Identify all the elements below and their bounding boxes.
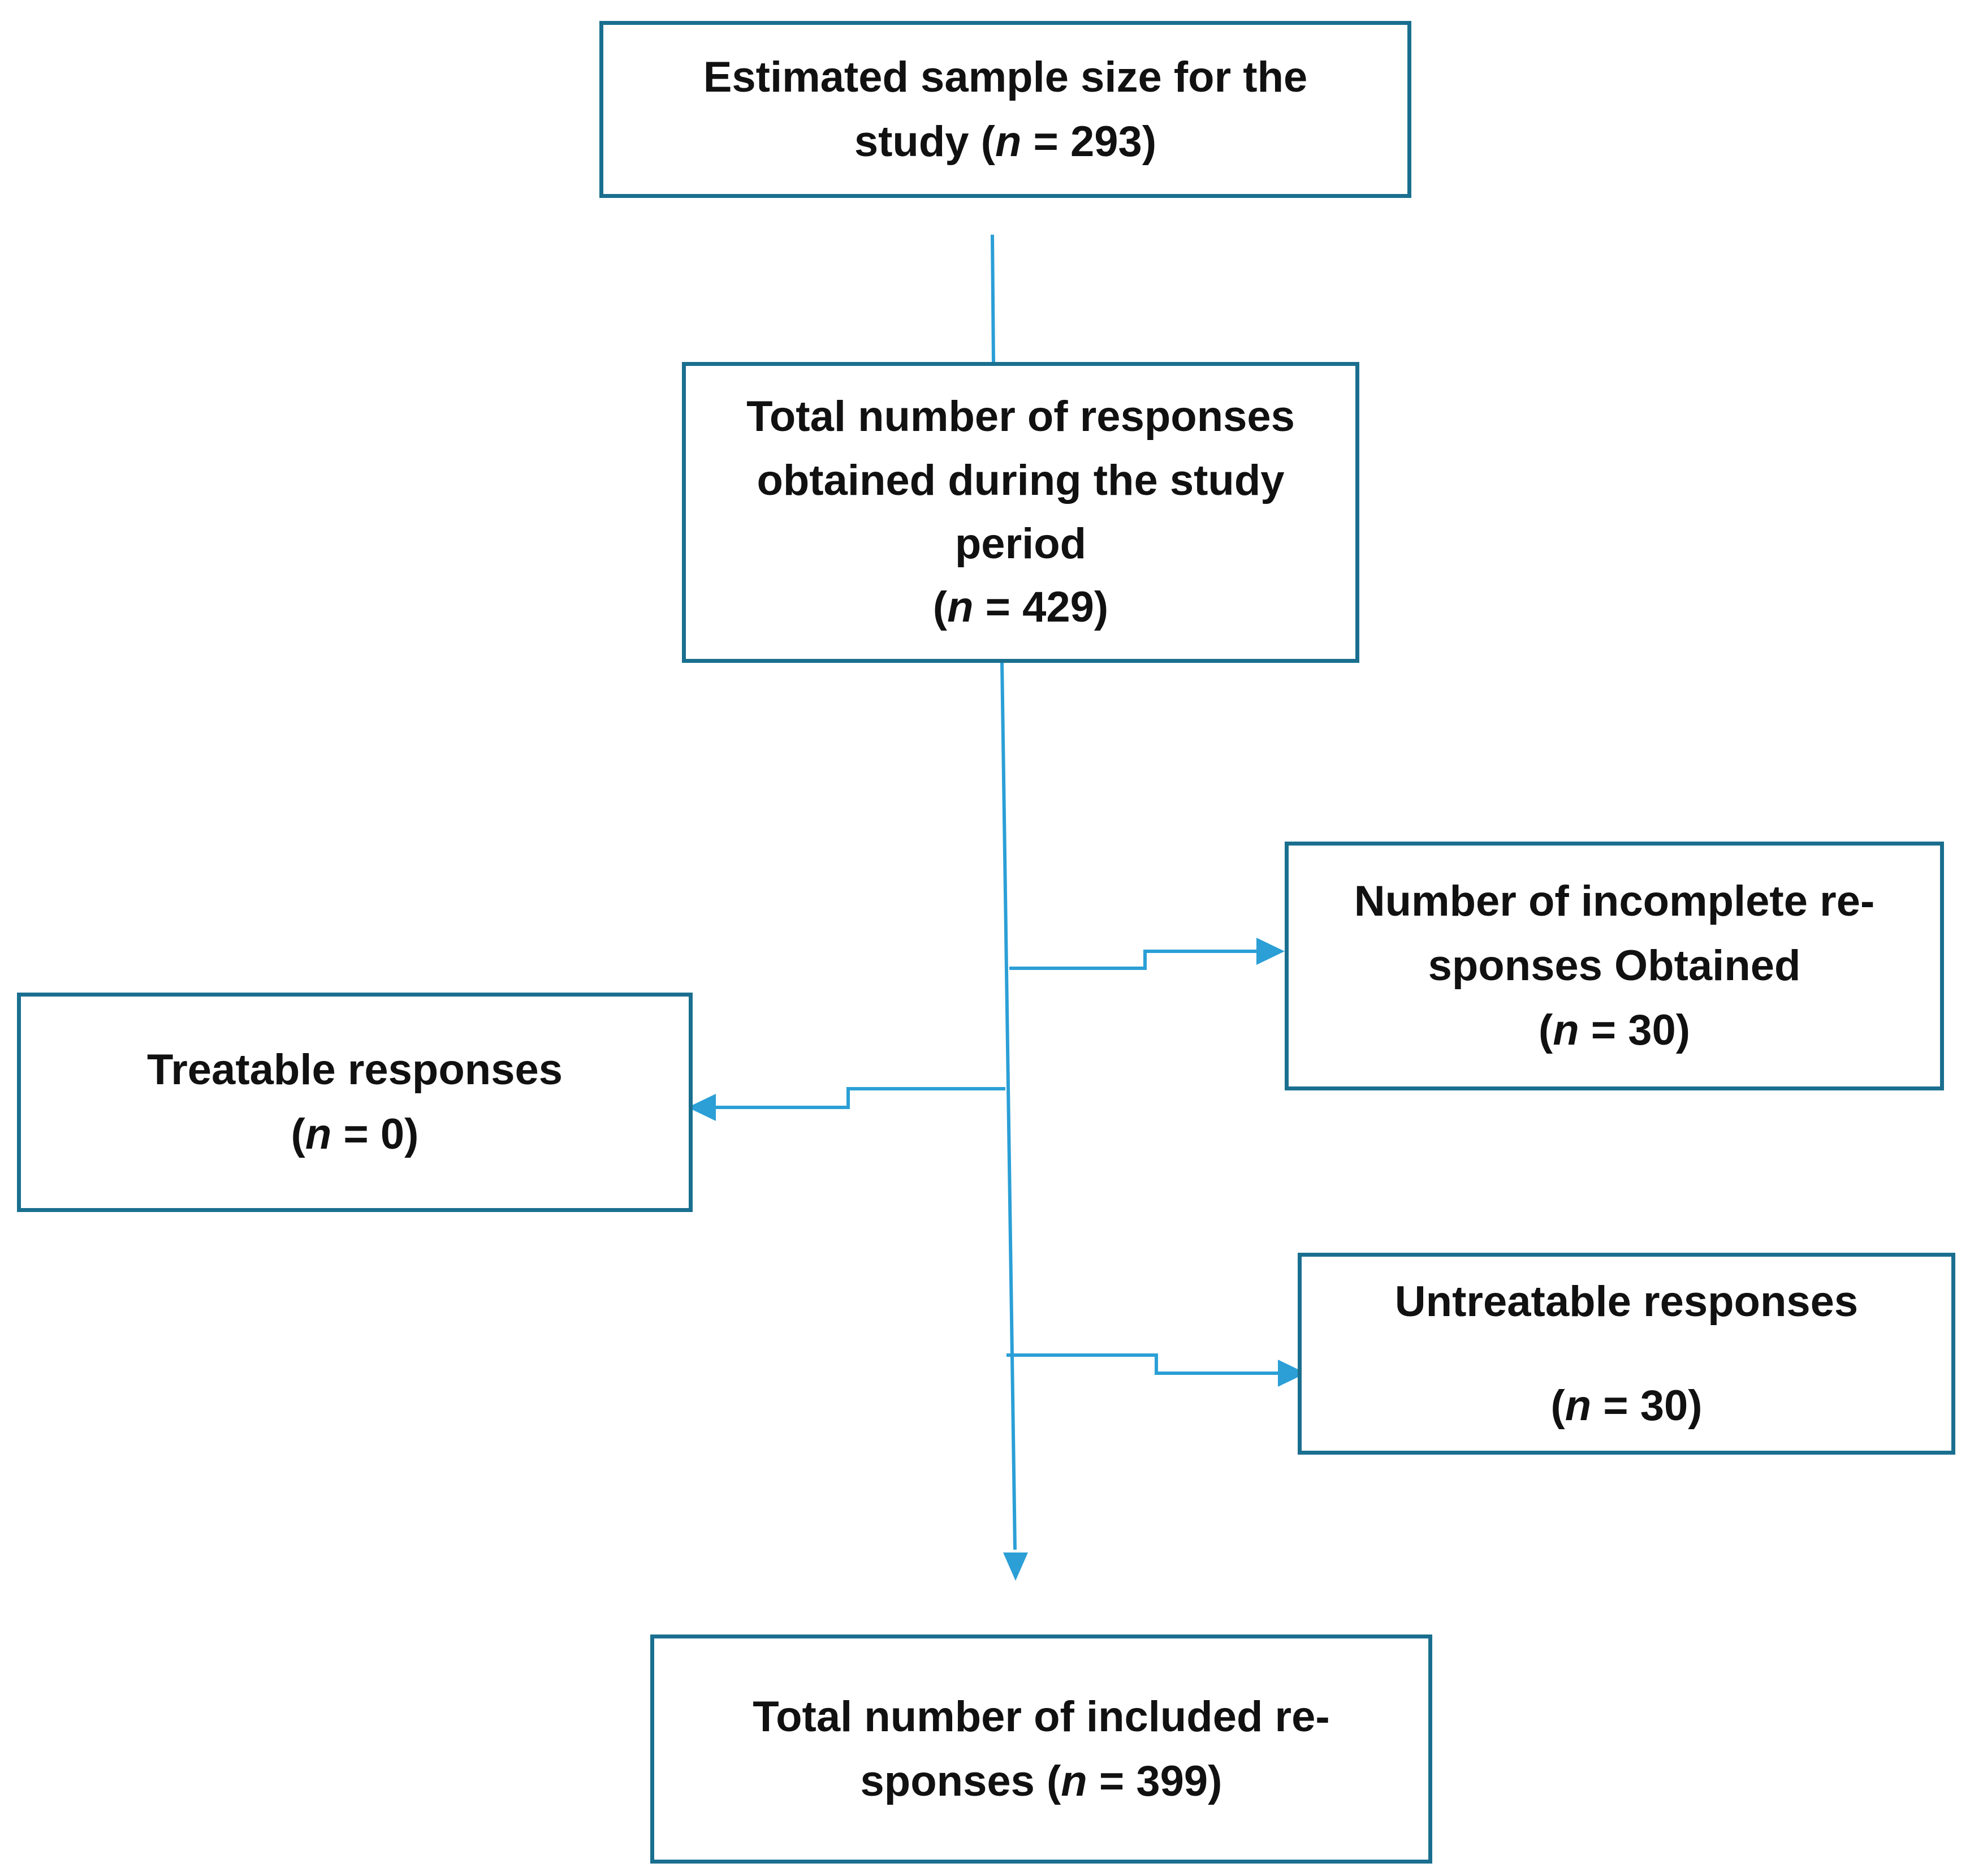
- connector-sample-to-total: [991, 234, 995, 363]
- included-responses-n-symbol: n: [1061, 1757, 1087, 1805]
- arrowhead-untreatable: [1278, 1360, 1306, 1387]
- included-responses-line1: Total number of included re-: [753, 1692, 1330, 1741]
- total-responses-value: = 429): [973, 583, 1109, 632]
- incomplete-responses-n-symbol: n: [1553, 1006, 1579, 1054]
- arrowhead-treatable: [688, 1094, 716, 1121]
- included-responses-box: Total number of included re- sponses (n …: [650, 1635, 1432, 1864]
- total-responses-line2: obtained during the study: [757, 456, 1285, 504]
- total-responses-line1: Total number of responses: [746, 393, 1295, 441]
- included-responses-line2: sponses (n = 399): [861, 1749, 1222, 1814]
- sample-size-n-symbol: n: [995, 117, 1022, 166]
- untreatable-responses-line1: Untreatable responses: [1394, 1277, 1859, 1326]
- incomplete-responses-box: Number of incomplete re- sponses Obtaine…: [1285, 842, 1944, 1090]
- untreatable-responses-value: = 30): [1591, 1381, 1703, 1430]
- arrowhead-included: [1003, 1552, 1028, 1581]
- included-responses-prefix: sponses (: [860, 1757, 1061, 1805]
- incomplete-responses-open-paren: (: [1538, 1006, 1553, 1054]
- treatable-responses-n-symbol: n: [305, 1110, 332, 1158]
- sample-size-box: Estimated sample size for the study (n =…: [599, 21, 1411, 198]
- included-responses-value: = 399): [1087, 1757, 1222, 1805]
- incomplete-responses-line2: sponses Obtained: [1428, 942, 1801, 990]
- incomplete-responses-line1: Number of incomplete re-: [1354, 877, 1875, 925]
- sample-size-value: = 293): [1021, 117, 1157, 166]
- untreatable-responses-box: Untreatable responses (n = 30): [1298, 1253, 1955, 1455]
- incomplete-responses-count: (n = 30): [1539, 998, 1690, 1063]
- total-responses-count: (n = 429): [933, 576, 1108, 639]
- treatable-responses-line1: Treatable responses: [146, 1046, 563, 1094]
- sample-size-line2: study (n = 293): [854, 110, 1156, 174]
- connector-main-trunk: [1000, 661, 1017, 1550]
- untreatable-responses-count: (n = 30): [1550, 1374, 1702, 1438]
- connector-to-incomplete: [1009, 950, 1258, 970]
- total-responses-open-paren: (: [932, 583, 948, 632]
- untreatable-responses-n-symbol: n: [1565, 1381, 1592, 1430]
- sample-size-line1: Estimated sample size for the: [703, 53, 1308, 101]
- arrowhead-incomplete: [1256, 938, 1285, 965]
- treatable-responses-value: = 0): [331, 1110, 419, 1158]
- treatable-responses-box: Treatable responses (n = 0): [17, 993, 693, 1212]
- connector-to-untreatable: [1006, 1353, 1278, 1375]
- connector-to-treatable: [715, 1087, 1005, 1109]
- untreatable-responses-open-paren: (: [1550, 1381, 1565, 1430]
- total-responses-line3: period: [954, 520, 1087, 568]
- total-responses-n-symbol: n: [947, 583, 974, 632]
- total-responses-box: Total number of responses obtained durin…: [682, 362, 1359, 663]
- treatable-responses-open-paren: (: [291, 1110, 305, 1158]
- treatable-responses-count: (n = 0): [291, 1102, 419, 1167]
- incomplete-responses-value: = 30): [1579, 1006, 1691, 1054]
- sample-size-prefix: study (: [854, 117, 995, 166]
